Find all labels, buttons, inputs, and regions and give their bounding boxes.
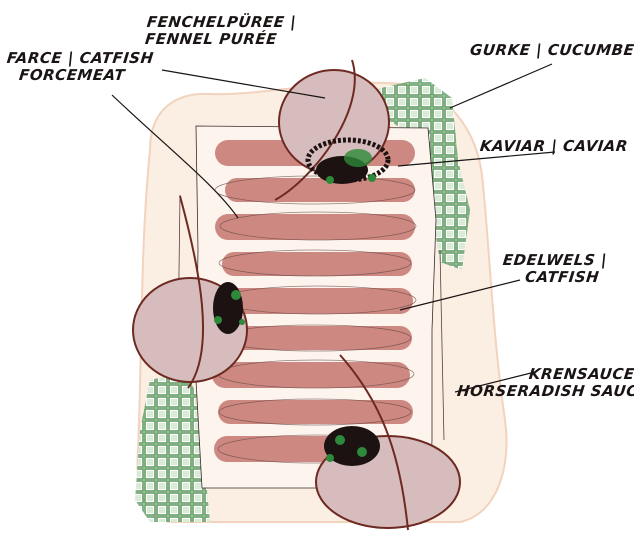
label-horseradish-sauce: KRENSAUCE | HORSERADISH SAUCE: [456, 366, 634, 400]
label-fennel-line2: FENNEL PURÉE: [144, 31, 295, 48]
label-horseradish-line2: HORSERADISH SAUCE: [456, 383, 634, 400]
caviar-cluster-bottom: [324, 426, 380, 466]
catfish-roll: [212, 140, 415, 462]
label-cucumber: GURKE | CUCUMBER: [469, 42, 634, 59]
label-caviar: KAVIAR | CAVIAR: [479, 138, 629, 155]
label-catfish: EDELWELS | CATFISH: [500, 252, 608, 286]
label-fennel-puree: FENCHELPÜREE | FENNEL PURÉE: [144, 14, 297, 48]
label-catfish-forcemeat: FARCE | CATFISH FORCEMEAT: [4, 50, 154, 84]
leader-cucumber: [450, 64, 552, 108]
label-catfish-line1: EDELWELS |: [502, 252, 608, 269]
label-catfish-line2: CATFISH: [500, 269, 606, 286]
label-horseradish-line1: KRENSAUCE |: [458, 366, 634, 383]
label-cucumber-line1: GURKE | CUCUMBER: [469, 42, 634, 59]
label-caviar-line1: KAVIAR | CAVIAR: [479, 138, 629, 155]
label-farce-line1: FARCE | CATFISH: [6, 50, 155, 67]
label-farce-line2: FORCEMEAT: [4, 67, 153, 84]
label-fennel-line1: FENCHELPÜREE |: [146, 14, 297, 31]
